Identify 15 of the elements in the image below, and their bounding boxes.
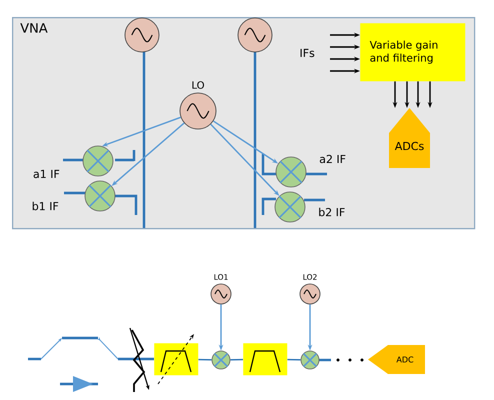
amplifier-box: Variable gain and filtering bbox=[360, 23, 466, 82]
port-label: b2 IF bbox=[319, 208, 345, 216]
signal-line bbox=[198, 358, 212, 361]
oscillator-label: LO bbox=[192, 81, 204, 89]
port-label: a1 IF bbox=[34, 170, 60, 178]
mixer-symbol bbox=[300, 350, 320, 370]
port-label: b1 IF bbox=[32, 202, 58, 210]
mixer-symbol bbox=[212, 350, 230, 370]
port-label: a2 IF bbox=[320, 154, 346, 164]
port-label: IFs bbox=[300, 48, 314, 58]
filter-box bbox=[243, 343, 288, 376]
signal-line bbox=[287, 358, 301, 361]
oscillator-symbol bbox=[124, 18, 160, 52]
oscillator-symbol bbox=[238, 18, 272, 52]
signal-line bbox=[230, 358, 244, 361]
